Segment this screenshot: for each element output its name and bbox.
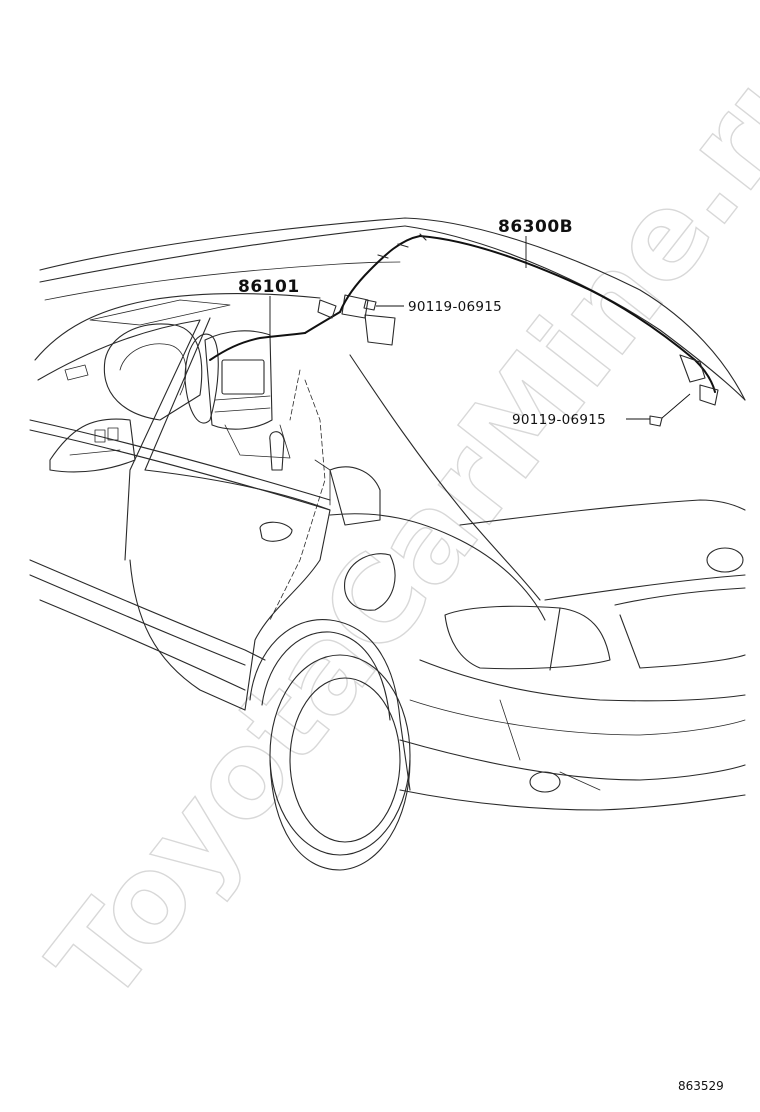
leader-clip-lower xyxy=(626,393,691,420)
watermark-text: ToyotaCarMine.ru xyxy=(23,18,760,1028)
callout-clip-upper: 90119-06915 xyxy=(408,299,502,315)
callout-clip-lower: 90119-06915 xyxy=(512,412,606,428)
callout-harness-front: 86101 xyxy=(238,277,300,297)
callout-harness-rear: 86300B xyxy=(498,217,573,237)
diagram-code: 863529 xyxy=(678,1079,724,1093)
harness-86300b-drawing xyxy=(339,233,719,406)
car-body-drawing xyxy=(29,217,746,871)
clip-upper-icon xyxy=(363,299,377,311)
clip-lower-icon xyxy=(649,415,663,427)
